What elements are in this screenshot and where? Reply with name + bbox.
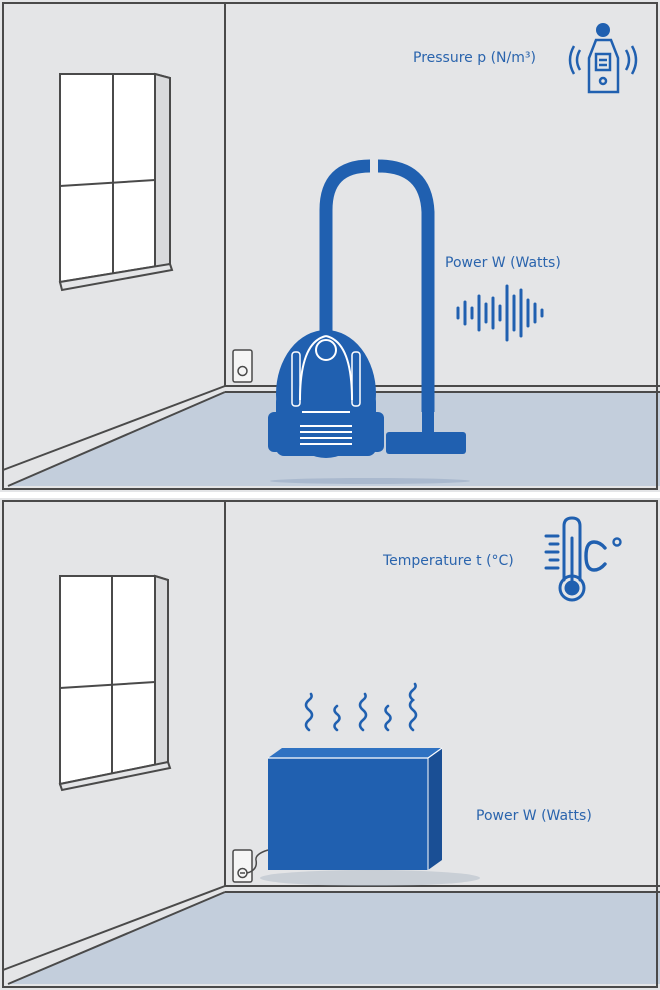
space-heater bbox=[268, 747, 443, 870]
vacuum-power-label: Power W (Watts) bbox=[445, 255, 561, 271]
panel-border bbox=[2, 500, 658, 988]
thermometer-icon bbox=[544, 516, 622, 602]
sound-level-meter-icon bbox=[568, 23, 638, 94]
vacuum-room-panel: Pressure p (N/m³) Power W (Watts) bbox=[0, 0, 660, 492]
pressure-label: Pressure p (N/m³) bbox=[413, 50, 536, 66]
heat-waves-icon bbox=[304, 682, 418, 732]
wall-socket bbox=[232, 349, 253, 383]
window bbox=[58, 72, 174, 292]
wall-socket bbox=[232, 849, 269, 883]
heater-room-panel: Temperature t (°C) Power W (Watts) bbox=[0, 498, 660, 990]
temperature-label: Temperature t (°C) bbox=[383, 553, 514, 569]
heater-power-label: Power W (Watts) bbox=[476, 808, 592, 824]
panel-border bbox=[2, 2, 658, 490]
window bbox=[58, 574, 172, 792]
sound-wave-icon bbox=[456, 284, 544, 342]
vacuum-room-illustration bbox=[0, 0, 660, 492]
heater-room-illustration bbox=[0, 498, 660, 990]
vacuum-cleaner bbox=[268, 159, 466, 458]
